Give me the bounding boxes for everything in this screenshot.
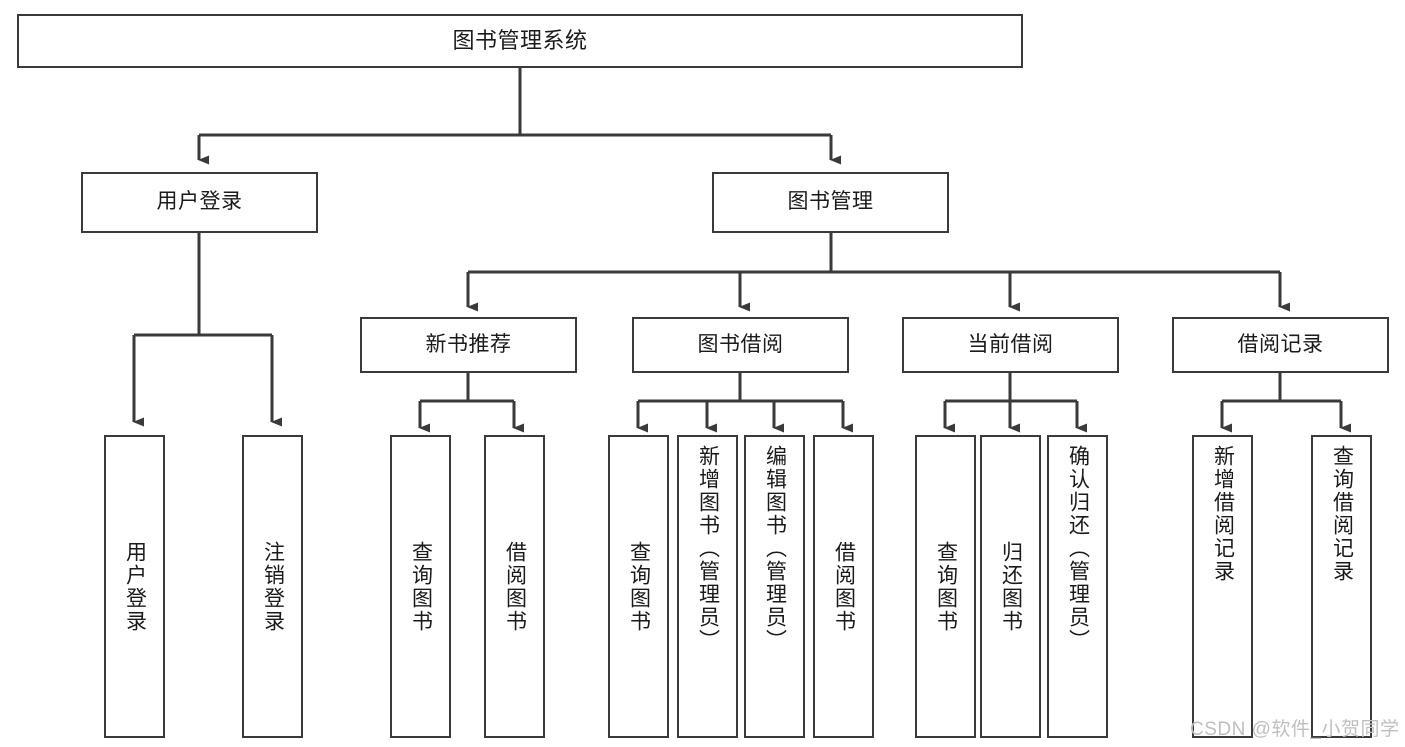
node-label: 图书借阅 xyxy=(697,332,784,356)
node-label: 编辑图书（管理员） xyxy=(763,445,787,652)
leaf-query-borrow-record[interactable]: 查询借阅记录 xyxy=(1311,435,1372,738)
node-label: 注销登录 xyxy=(261,540,285,633)
node-new-book-recommend[interactable]: 新书推荐 xyxy=(360,317,577,373)
leaf-query-book-2[interactable]: 查询图书 xyxy=(608,435,669,738)
node-label: 借阅记录 xyxy=(1237,332,1324,356)
node-label: 借阅图书 xyxy=(503,540,527,633)
leaf-query-book-1[interactable]: 查询图书 xyxy=(390,435,451,738)
node-label: 新增借阅记录 xyxy=(1211,445,1235,583)
csdn-watermark: CSDN @软件_小贺同学 xyxy=(1190,719,1400,740)
node-user-login[interactable]: 用户登录 xyxy=(81,172,318,233)
node-label: 归还图书 xyxy=(999,540,1023,633)
leaf-logout[interactable]: 注销登录 xyxy=(242,435,303,738)
leaf-add-borrow-record[interactable]: 新增借阅记录 xyxy=(1192,435,1253,738)
leaf-confirm-return-admin[interactable]: 确认归还（管理员） xyxy=(1047,435,1108,738)
node-label: 确认归还（管理员） xyxy=(1066,445,1090,652)
leaf-borrow-book-1[interactable]: 借阅图书 xyxy=(484,435,545,738)
leaf-query-book-3[interactable]: 查询图书 xyxy=(915,435,976,738)
leaf-borrow-book-2[interactable]: 借阅图书 xyxy=(813,435,874,738)
node-root-system[interactable]: 图书管理系统 xyxy=(17,14,1023,68)
leaf-add-book-admin[interactable]: 新增图书（管理员） xyxy=(677,435,738,738)
leaf-return-book[interactable]: 归还图书 xyxy=(980,435,1041,738)
node-label: 图书管理 xyxy=(787,190,874,214)
node-label: 当前借阅 xyxy=(967,332,1054,356)
node-book-borrow[interactable]: 图书借阅 xyxy=(632,317,849,373)
node-label: 图书管理系统 xyxy=(452,28,588,54)
node-label: 查询图书 xyxy=(627,540,651,633)
node-label: 用户登录 xyxy=(156,190,243,214)
node-label: 查询图书 xyxy=(409,540,433,633)
leaf-edit-book-admin[interactable]: 编辑图书（管理员） xyxy=(744,435,805,738)
node-label: 查询图书 xyxy=(934,540,958,633)
node-current-borrow[interactable]: 当前借阅 xyxy=(902,317,1119,373)
node-borrow-record[interactable]: 借阅记录 xyxy=(1172,317,1389,373)
leaf-user-login[interactable]: 用户登录 xyxy=(104,435,165,738)
node-label: 新书推荐 xyxy=(425,332,512,356)
node-label: 新增图书（管理员） xyxy=(696,445,720,652)
node-label: 查询借阅记录 xyxy=(1330,445,1354,583)
node-label: 借阅图书 xyxy=(832,540,856,633)
node-book-manage[interactable]: 图书管理 xyxy=(712,172,949,233)
node-label: 用户登录 xyxy=(123,540,147,633)
